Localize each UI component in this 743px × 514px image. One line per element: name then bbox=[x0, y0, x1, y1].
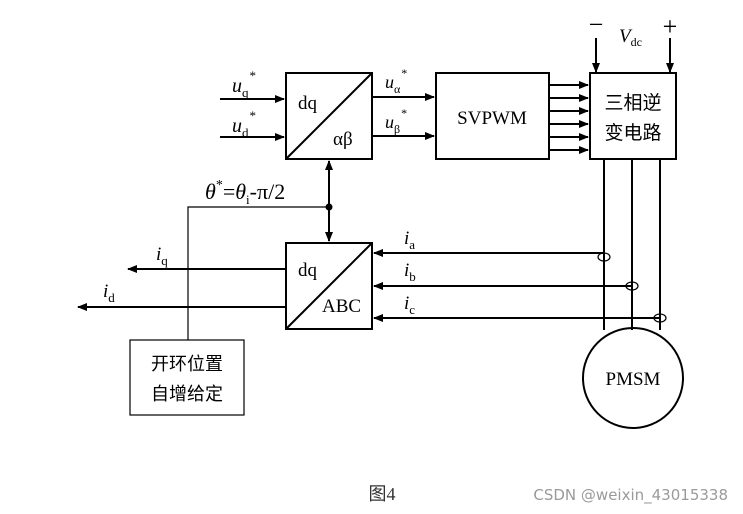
iq-label: iq bbox=[156, 244, 168, 268]
inverse-park-top-label: dq bbox=[298, 93, 318, 114]
vdc-label: Vdc bbox=[619, 26, 642, 49]
inverter-block: 三相逆 变电路 bbox=[589, 72, 677, 160]
dc-plus-sign: + bbox=[663, 12, 678, 41]
pmsm-label: PMSM bbox=[606, 369, 661, 390]
open-loop-position-block: 开环位置 自增给定 bbox=[129, 339, 245, 416]
pwm-signal-arrows bbox=[549, 81, 589, 154]
theta-equation-label: θ*=θi-π/2 bbox=[205, 178, 285, 207]
svpwm-label: SVPWM bbox=[457, 108, 527, 129]
open-loop-label-line2: 自增给定 bbox=[151, 384, 223, 405]
park-top-label: dq bbox=[298, 260, 318, 281]
ic-label: ic bbox=[404, 293, 415, 317]
inverse-park-block: dq αβ bbox=[285, 72, 373, 160]
inverter-label-line2: 变电路 bbox=[604, 122, 661, 144]
svpwm-block: SVPWM bbox=[435, 72, 550, 160]
park-bottom-label: ABC bbox=[322, 296, 361, 317]
uq-star-label: uq* bbox=[232, 68, 256, 100]
theta-junction-dot bbox=[325, 203, 333, 211]
inverter-label-line1: 三相逆 bbox=[604, 92, 661, 114]
id-label: id bbox=[103, 281, 115, 305]
figure-caption: 图4 bbox=[369, 484, 396, 504]
watermark-text: CSDN @weixin_43015338 bbox=[533, 486, 728, 505]
inverse-park-bottom-label: αβ bbox=[333, 129, 353, 150]
ia-label: ia bbox=[404, 228, 415, 252]
open-loop-label-line1: 开环位置 bbox=[151, 354, 223, 375]
dc-bus: − + Vdc bbox=[589, 10, 678, 73]
pmsm-motor: PMSM bbox=[582, 327, 684, 429]
phase-lines bbox=[603, 159, 661, 330]
dc-minus-sign: − bbox=[589, 10, 604, 39]
ud-star-label: ud* bbox=[232, 108, 256, 140]
ubeta-star-label: uβ* bbox=[385, 106, 407, 136]
ualpha-star-label: uα* bbox=[385, 66, 407, 96]
theta-signal-path bbox=[187, 160, 333, 340]
ib-label: ib bbox=[404, 260, 416, 284]
park-block: dq ABC bbox=[285, 242, 373, 330]
